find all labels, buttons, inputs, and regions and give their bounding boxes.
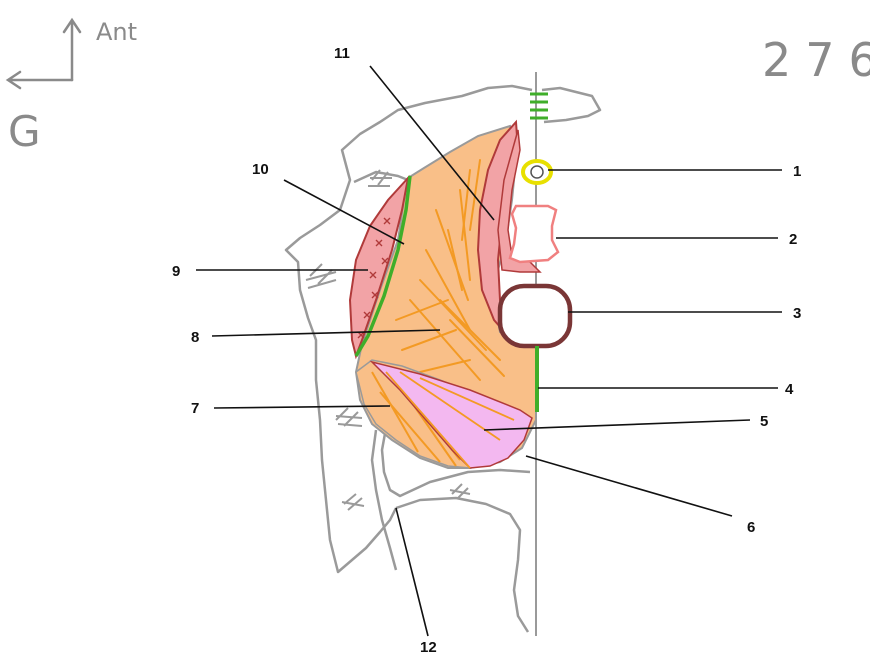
label-8: 8 [191, 329, 199, 346]
label-4: 4 [785, 381, 794, 398]
leader-6 [526, 456, 732, 516]
label-1: 1 [793, 163, 801, 180]
upper-right-outline [542, 88, 600, 122]
compass-arrow-left-icon [8, 72, 72, 88]
structure-1-yellow-ring [523, 161, 551, 183]
lower-right-outline [396, 498, 528, 632]
label-6: 6 [747, 519, 755, 536]
label-9: 9 [172, 263, 180, 280]
label-2: 2 [789, 231, 797, 248]
orientation-up-label: Ant [96, 18, 137, 46]
label-10: 10 [252, 161, 269, 178]
midline-green-ticks [530, 94, 548, 118]
label-3: 3 [793, 305, 801, 322]
leader-12 [396, 508, 428, 636]
canal-outline [372, 430, 396, 570]
structure-2-pink-shape [510, 206, 558, 262]
compass-arrow-up-icon [64, 20, 80, 80]
orientation-left-label: G [8, 107, 41, 156]
structure-3-brown-ring [500, 286, 570, 346]
label-11: 11 [334, 45, 350, 62]
label-5: 5 [760, 413, 768, 430]
label-7: 7 [191, 400, 199, 417]
label-12: 12 [420, 639, 437, 656]
page-number: 276 [762, 33, 870, 87]
orientation-compass: Ant G [8, 18, 137, 156]
